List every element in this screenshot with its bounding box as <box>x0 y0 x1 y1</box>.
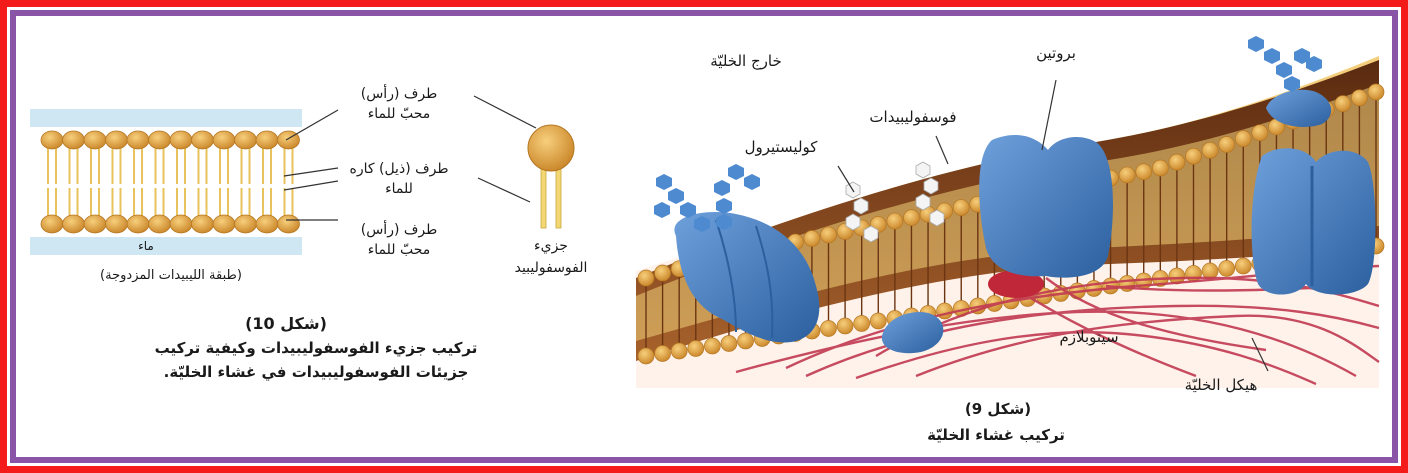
lipid-head-top <box>63 131 85 149</box>
phospholipid-bilayer <box>41 131 300 233</box>
cytoskeleton-label: هيكل الخليّة <box>1156 376 1286 394</box>
lipid-head-bottom <box>256 215 278 233</box>
lipid-head-top <box>84 131 106 149</box>
membrane-illustration <box>636 36 1384 388</box>
membrane-lipid-head-outer <box>1202 142 1218 158</box>
membrane-lipid-head-inner <box>638 348 654 364</box>
figure-panel: طرف (رأس) محبّ للماء طرف (ذيل) كاره للما… <box>10 10 1398 463</box>
molecule-label: جزيء الفوسفوليبيد <box>496 238 606 276</box>
membrane-lipid-head-outer <box>1219 136 1235 152</box>
membrane-lipid-head-inner <box>1202 263 1218 279</box>
membrane-lipid-head-inner <box>1235 258 1251 274</box>
outside-cell-label: خارج الخليّة <box>676 52 816 70</box>
lipid-head-bottom <box>278 215 300 233</box>
membrane-lipid-head-outer <box>887 213 903 229</box>
membrane-lipid-head-inner <box>837 318 853 334</box>
membrane-lipid-head-inner <box>738 333 754 349</box>
membrane-lipid-head-inner <box>854 316 870 332</box>
lipid-head-bottom <box>235 215 257 233</box>
lipid-head-top <box>192 131 214 149</box>
membrane-lipid-head-outer <box>1351 90 1367 106</box>
water-label: ماء <box>116 239 176 253</box>
lipid-head-top <box>235 131 257 149</box>
lipid-head-top <box>149 131 171 149</box>
lipid-head-top <box>41 131 63 149</box>
phospholipid-molecule <box>528 125 574 228</box>
membrane-lipid-head-inner <box>704 338 720 354</box>
cytoplasm-label: سيتوبلازم <box>1034 328 1144 346</box>
membrane-lipid-head-outer <box>1136 164 1152 180</box>
membrane-lipid-head-outer <box>1186 148 1202 164</box>
membrane-lipid-head-inner <box>721 336 737 352</box>
lipid-head-bottom <box>63 215 85 233</box>
lipid-head-top <box>256 131 278 149</box>
head-top-label: طرف (رأس) محبّ للماء <box>334 86 464 122</box>
lipid-head-top <box>213 131 235 149</box>
membrane-lipid-head-inner <box>688 341 704 357</box>
membrane-lipid-head-outer <box>638 270 654 286</box>
membrane-lipid-head-outer <box>1119 167 1135 183</box>
lipid-head-top <box>127 131 149 149</box>
membrane-lipid-head-outer <box>1252 125 1268 141</box>
transmembrane-protein-center <box>979 135 1113 278</box>
lipid-head-top <box>106 131 128 149</box>
bilayer-caption: (طبقة الليبيدات المزدوجة) <box>56 268 286 283</box>
cholesterol-label: كوليستيرول <box>716 138 846 156</box>
membrane-lipid-head-outer <box>1335 96 1351 112</box>
lipid-head-bottom <box>192 215 214 233</box>
lipid-head-bottom <box>170 215 192 233</box>
lipid-head-bottom <box>106 215 128 233</box>
membrane-lipid-head-outer <box>953 200 969 216</box>
lipid-head-top <box>170 131 192 149</box>
membrane-lipid-head-inner <box>671 343 687 359</box>
lipid-head-bottom <box>84 215 106 233</box>
tail-label: طرف (ذيل) كاره للماء <box>334 161 464 197</box>
head-bottom-label: طرف (رأس) محبّ للماء <box>334 222 464 258</box>
fig9-caption: تركيب غشاء الخليّة <box>896 426 1096 444</box>
membrane-lipid-head-inner <box>870 313 886 329</box>
membrane-lipid-head-outer <box>821 227 837 243</box>
membrane-lipid-head-outer <box>804 230 820 246</box>
protein-label: بروتين <box>1006 44 1106 62</box>
membrane-lipid-head-inner <box>821 321 837 337</box>
fig9-number: (شكل 9) <box>938 400 1058 418</box>
fig10-number: (شكل 10) <box>186 314 386 333</box>
fig10-caption: تركيب جزيء الفوسفوليبيدات وكيفية تركيب ج… <box>111 336 521 384</box>
membrane-lipid-head-outer <box>1152 160 1168 176</box>
membrane-lipid-head-inner <box>1219 261 1235 277</box>
membrane-lipid-head-inner <box>655 346 671 362</box>
membrane-lipid-head-outer <box>1368 84 1384 100</box>
lipid-head-bottom <box>149 215 171 233</box>
lipid-head-bottom <box>213 215 235 233</box>
phospholipids-label: فوسفوليبيدات <box>838 108 988 126</box>
lipid-head-bottom <box>41 215 63 233</box>
membrane-lipid-head-outer <box>903 210 919 226</box>
transmembrane-protein-right <box>1252 148 1376 294</box>
membrane-lipid-head-outer <box>1169 154 1185 170</box>
lipid-head-bottom <box>127 215 149 233</box>
membrane-lipid-head-outer <box>1235 131 1251 147</box>
water-top-band <box>30 109 302 127</box>
bilayer-diagram <box>30 109 302 255</box>
membrane-lipid-head-outer <box>655 265 671 281</box>
